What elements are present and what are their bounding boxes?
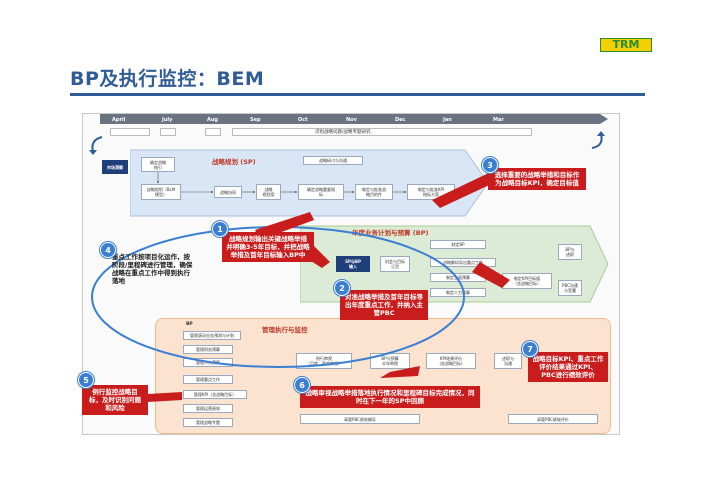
bp-hr-plan: 制定人力预算 <box>430 288 486 297</box>
timeline-bar <box>100 114 608 124</box>
loop-arrow-left-icon <box>89 136 103 155</box>
bp-kpi-sign: 制定KPI目标值 （含战略目标） <box>502 273 552 289</box>
callout-number: 4 <box>100 242 116 258</box>
bp-decompose: 战略解码导出重点工作 <box>430 258 496 267</box>
callout-7: 战略目标KPI、重点工作评价结果通过KPI、PBC进行绩效评价 <box>528 352 608 382</box>
callout-number: 6 <box>294 377 310 393</box>
timeline-marker <box>160 128 176 136</box>
exec-pbc-eval: 高管PBC绩效评价 <box>508 414 598 424</box>
bp-sp-input: SP与BP 输入 <box>336 256 370 272</box>
month-label: Aug <box>207 117 219 123</box>
market-insight-box: 市场洞察 <box>102 160 128 174</box>
callout-6: 战略审视战略举措落地执行情况和里程碑目标完成情况，同时在下一年的SP中回顾 <box>300 386 480 408</box>
callout-number: 7 <box>522 341 538 357</box>
callout-number: 3 <box>482 157 498 173</box>
bp-make-bp: 制定BP <box>430 240 486 249</box>
sp-strategy-dev: 战略规划（BLM 模型） <box>141 184 181 200</box>
callout-number: 2 <box>334 280 350 296</box>
sp-confirm-vision: 确定战略 指引 <box>141 157 175 172</box>
logo: TRM <box>600 38 652 52</box>
month-label: Oct <box>298 117 308 123</box>
callout-number: 5 <box>78 372 94 388</box>
sp-band <box>130 149 489 217</box>
timeline-marker <box>110 128 150 136</box>
month-label: Sep <box>250 117 261 123</box>
month-label: July <box>162 117 173 123</box>
sp-flow-arrows <box>156 172 407 194</box>
exec-kpi-result: KPI结果评价 (含战略目标) <box>426 353 476 369</box>
title-underline <box>70 93 645 96</box>
exec-manage-kpi: 管理KPI（含战略目标） <box>183 390 247 399</box>
exec-pbc-mid: 高管PBC绩效辅导 <box>300 414 420 424</box>
timeline-marker <box>205 128 221 136</box>
exec-business-forecast: 管理滚动业务预测与计划 <box>183 331 241 340</box>
callout-3: 选择重要的战略举措和目标作为战略目标KPI，确定目标值 <box>488 168 586 190</box>
bp-report: BP与 述职 <box>558 244 582 260</box>
exec-monthly-review: 例行审视 （月度、季度审视） <box>296 353 352 369</box>
sp-strategy-rules: 战略研讨与沟通 <box>303 156 363 165</box>
month-label: Mar <box>493 117 504 123</box>
month-label: Jan <box>443 117 452 123</box>
loop-arrow-right-icon <box>591 131 605 149</box>
exec-manage-ops: 管理运营绩效 <box>183 404 233 413</box>
callout-5: 例行监控战略目标，及时识别问题和风险 <box>82 385 148 415</box>
bp-pbc-sign: PBC沟通 与签署 <box>558 280 582 296</box>
exec-manage-key: 管理重点工作 <box>183 375 233 384</box>
callout-number: 1 <box>212 221 228 237</box>
page-title: BP及执行监控：BEM <box>70 68 265 90</box>
bp-annual-goal: 机会与目标 订货 <box>380 256 410 272</box>
sp-strategy-plan: 战略 规划案 <box>256 184 281 200</box>
month-label: Dec <box>395 117 406 123</box>
month-label: April <box>112 117 126 123</box>
callout-4: 重点工作按项目化运作，按阶段/里程碑进行管理，确保战略在重点工作中得到执行落地 <box>112 253 193 285</box>
exec-bp-label: BP <box>186 322 193 327</box>
sp-key-measures: 确定战略重要指 标 <box>298 184 344 200</box>
bp-title: 年度业务计划与预算 (BP) <box>352 229 429 237</box>
sp-title: 战略规划 (SP) <box>212 158 256 166</box>
callout-2: 对准战略举措及首年目标导出年度重点工作，并纳入主管PBC <box>340 290 428 320</box>
strategy-review-label: 识别战略问题/战略专题研究 <box>315 130 371 135</box>
exec-manage-finance: 管理财务预算 <box>183 345 233 354</box>
callout-1: 战略规划输出关键战略举措并明确3-5年目标，并把战略举措及首年目标输入BP中 <box>222 232 314 262</box>
exec-manage-topic: 管理战略专题 <box>183 418 233 427</box>
sp-plan-approval: 制定与批准战 略目的件 <box>355 184 393 200</box>
exec-title: 管理执行与监控 <box>262 326 308 334</box>
month-label: Nov <box>346 117 357 123</box>
exec-report: 述职与 沟通 <box>494 353 522 369</box>
strategy-review-bar <box>232 128 532 136</box>
sp-strategy-synergy: 战略协同 <box>214 186 242 198</box>
